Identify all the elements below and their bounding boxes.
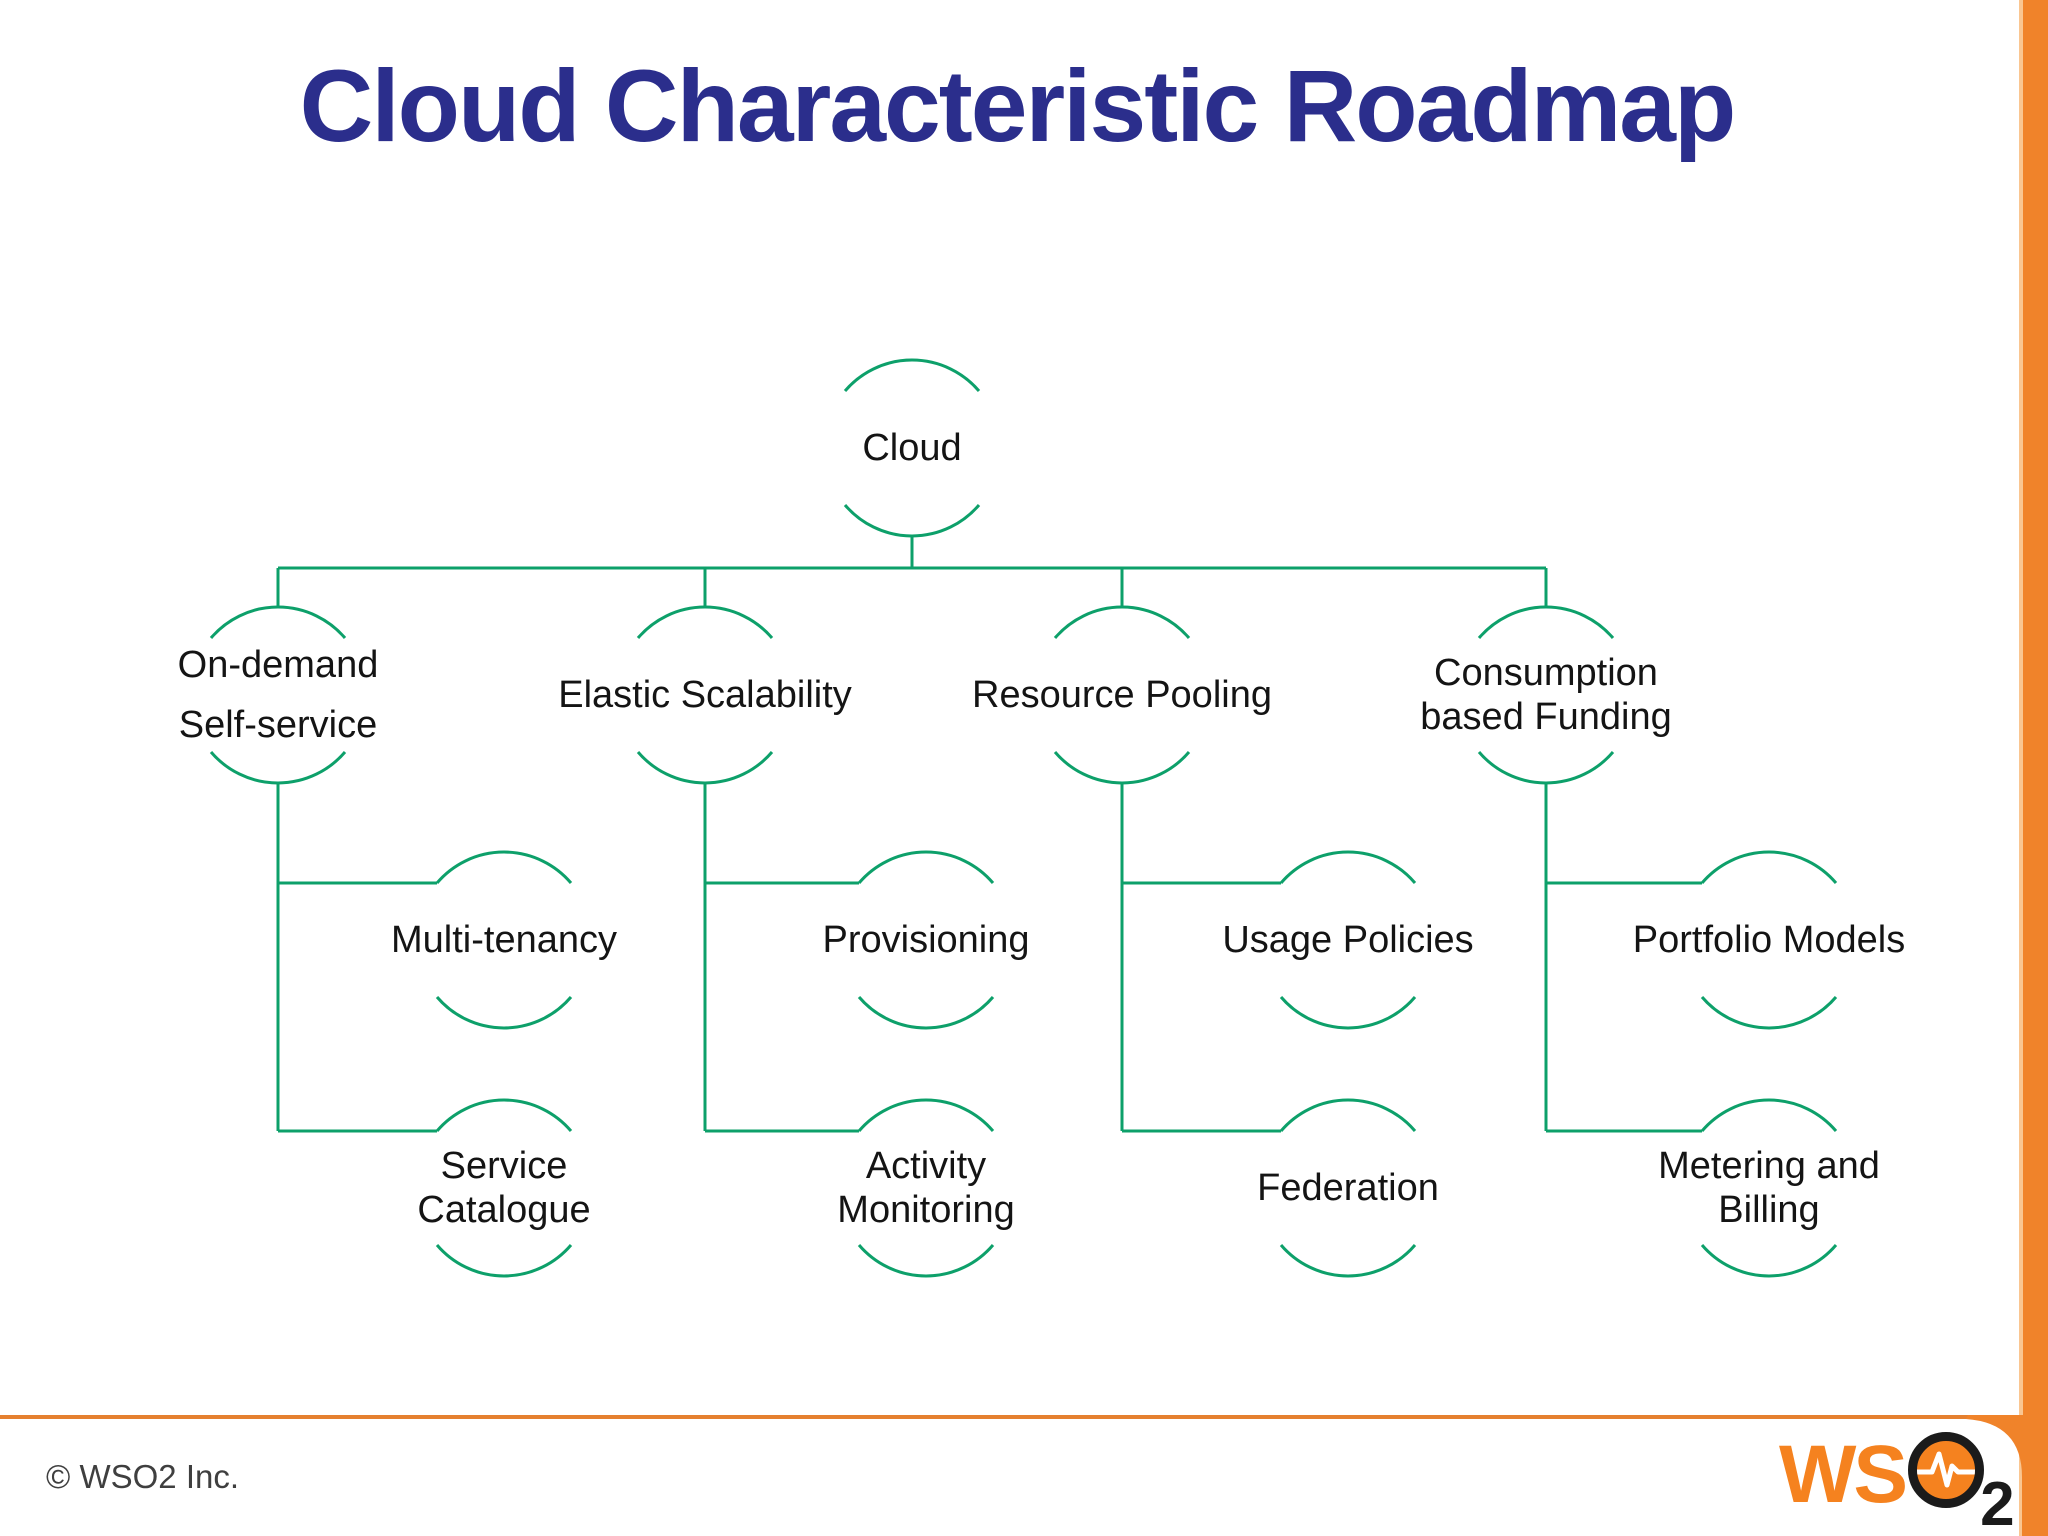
footer-rule (0, 1415, 2048, 1419)
node-circle-provisioning (857, 850, 995, 1030)
node-circle-portfoliomodels (1700, 850, 1838, 1030)
node-label-meteringbilling: Metering and Billing (1658, 1144, 1880, 1231)
node-label-servicecatalogue: Service Catalogue (417, 1144, 591, 1231)
node-label-usagepolicies: Usage Policies (1222, 918, 1474, 961)
node-circle-elastic (636, 605, 774, 785)
node-circle-activitymonitoring (857, 1098, 995, 1278)
node-circle-resource (1053, 605, 1191, 785)
wso2-logo-ws-text: WS (1779, 1429, 1908, 1520)
corner-fillet (1966, 1415, 2048, 1536)
node-circle-consumption (1477, 605, 1615, 785)
node-label-elastic: Elastic Scalability (558, 673, 852, 716)
wso2-logo-o-icon (1908, 1432, 1985, 1508)
wso2-logo-pulse-icon (1917, 1451, 1976, 1488)
wso2-logo: WS 2 (1779, 1426, 2015, 1536)
node-circle-usagepolicies (1279, 850, 1417, 1030)
node-label-federation: Federation (1257, 1166, 1439, 1209)
node-circle-ondemand (209, 605, 347, 785)
node-label-consumption: Consumption based Funding (1420, 651, 1672, 738)
node-circle-servicecatalogue (435, 1098, 573, 1278)
node-circle-meteringbilling (1700, 1098, 1838, 1278)
node-label-ondemand: On-demand Self-service (177, 643, 379, 746)
right-bar-highlight (2019, 0, 2023, 1536)
node-circle-federation (1279, 1098, 1417, 1278)
copyright-text: © WSO2 Inc. (46, 1458, 240, 1495)
node-label-multitenancy: Multi-tenancy (391, 918, 617, 961)
node-label-cloud: Cloud (862, 426, 962, 469)
node-label-resource: Resource Pooling (972, 673, 1272, 716)
slide-title: Cloud Characteristic Roadmap (299, 49, 1737, 163)
node-circle-multitenancy (435, 850, 573, 1030)
node-label-provisioning: Provisioning (822, 918, 1030, 961)
node-label-activitymonitoring: Activity Monitoring (837, 1144, 1015, 1231)
node-label-portfoliomodels: Portfolio Models (1632, 918, 1906, 961)
node-circles (209, 358, 1838, 1278)
right-bar (2023, 0, 2048, 1536)
wso2-logo-sub2-text: 2 (1980, 1470, 2015, 1536)
node-circle-cloud (843, 358, 981, 538)
connector-lines (276, 536, 1702, 1133)
